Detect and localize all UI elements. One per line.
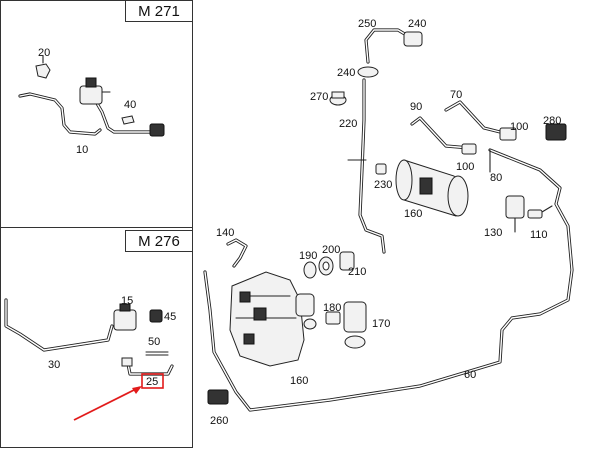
hose-140 bbox=[226, 238, 248, 268]
label-160-lower: 160 bbox=[290, 375, 308, 387]
label-110: 110 bbox=[530, 229, 548, 241]
label-15: 15 bbox=[121, 295, 133, 307]
cap-240-top bbox=[403, 31, 423, 47]
connector-280 bbox=[545, 123, 567, 141]
hose-220 bbox=[358, 78, 386, 254]
pump-180 bbox=[295, 293, 317, 330]
connector-260 bbox=[207, 389, 229, 405]
label-240: 240 bbox=[337, 67, 355, 79]
label-140: 140 bbox=[216, 227, 234, 239]
variant-panel-frame bbox=[0, 0, 193, 448]
m276-connector-45 bbox=[149, 309, 163, 323]
ring-190 bbox=[303, 261, 317, 279]
m271-hose-assembly bbox=[18, 92, 152, 136]
hose-250 bbox=[364, 28, 410, 64]
connector-100 bbox=[461, 127, 517, 155]
part-210 bbox=[339, 251, 355, 271]
label-50: 50 bbox=[148, 336, 160, 348]
hose-70 bbox=[444, 100, 502, 134]
label-25: 25 bbox=[146, 376, 158, 388]
highlight-box-25 bbox=[141, 373, 164, 389]
m276-hose-25 bbox=[121, 357, 174, 376]
label-160-upper: 160 bbox=[404, 208, 422, 220]
label-180: 180 bbox=[323, 302, 341, 314]
m276-valve-15 bbox=[113, 303, 137, 331]
label-70: 70 bbox=[450, 89, 462, 101]
label-30: 30 bbox=[48, 359, 60, 371]
highlight-arrow bbox=[73, 386, 141, 421]
label-90: 90 bbox=[410, 101, 422, 113]
label-280: 280 bbox=[543, 115, 561, 127]
label-45: 45 bbox=[164, 311, 176, 323]
label-220: 220 bbox=[339, 118, 357, 130]
clamp-240 bbox=[357, 66, 379, 78]
m271-connector-40 bbox=[121, 115, 165, 137]
label-130: 130 bbox=[484, 227, 502, 239]
pump-170 bbox=[325, 301, 367, 349]
m271-valve-10 bbox=[79, 77, 111, 105]
label-10: 10 bbox=[76, 144, 88, 156]
label-20: 20 bbox=[38, 47, 50, 59]
label-230: 230 bbox=[374, 179, 392, 191]
m271-title-box bbox=[125, 0, 193, 22]
label-170: 170 bbox=[372, 318, 390, 330]
label-100-a: 100 bbox=[510, 121, 528, 133]
m276-clip-50 bbox=[145, 351, 169, 356]
cap-270 bbox=[329, 91, 347, 106]
label-40: 40 bbox=[124, 99, 136, 111]
highlight-arrowhead bbox=[132, 386, 142, 394]
m271-title: M 271 bbox=[138, 3, 180, 20]
label-200: 200 bbox=[322, 244, 340, 256]
line-60 bbox=[203, 148, 574, 412]
label-210: 210 bbox=[348, 266, 366, 278]
m276-hose-30 bbox=[4, 298, 114, 352]
label-270: 270 bbox=[310, 91, 328, 103]
m276-title: M 276 bbox=[138, 233, 180, 250]
label-240-top: 240 bbox=[408, 18, 426, 30]
plug-110 bbox=[527, 205, 553, 219]
hose-90 bbox=[410, 116, 472, 150]
clip-230 bbox=[375, 163, 387, 175]
label-80: 80 bbox=[490, 172, 502, 184]
ring-200 bbox=[318, 256, 334, 276]
label-260: 260 bbox=[210, 415, 228, 427]
label-190: 190 bbox=[299, 250, 317, 262]
m271-connector-20 bbox=[35, 55, 51, 79]
canister-160-upper bbox=[395, 159, 469, 217]
label-250: 250 bbox=[358, 18, 376, 30]
label-60: 60 bbox=[464, 369, 476, 381]
reservoir-160-lower bbox=[229, 271, 305, 367]
valve-130 bbox=[505, 195, 525, 233]
m276-title-box bbox=[125, 230, 193, 252]
label-100-b: 100 bbox=[456, 161, 474, 173]
